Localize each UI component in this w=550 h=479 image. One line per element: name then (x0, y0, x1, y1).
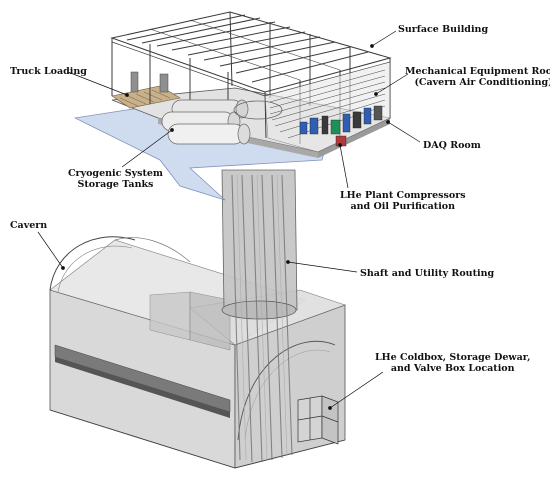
cryogenic-storage-tanks (161, 99, 251, 145)
lhe-plant-equipment (299, 105, 383, 147)
leader-lines (37, 30, 421, 410)
label-cavern: Cavern (10, 220, 47, 231)
label-truck-loading-text: Truck Loading (10, 66, 87, 77)
label-shaft-utility-routing: Shaft and Utility Routing (360, 268, 494, 279)
shaft-opening (233, 100, 283, 120)
label-cryogenic-storage-tanks: Cryogenic System Storage Tanks (68, 168, 163, 190)
label-shaft-text: Shaft and Utility Routing (360, 268, 495, 279)
label-truck-loading: Truck Loading (10, 66, 87, 77)
coldbox-frame (297, 395, 339, 445)
label-lhe-plant-line1: LHe Plant Compressors (340, 190, 466, 201)
label-surface-building-text: Surface Building (398, 24, 489, 35)
label-lhe-plant-compressors: LHe Plant Compressors and Oil Purificati… (340, 190, 466, 212)
cavern-structure (49, 236, 346, 469)
label-daq-room: DAQ Room (423, 140, 481, 151)
label-coldbox-line1: LHe Coldbox, Storage Dewar, (375, 352, 531, 363)
truck-loading-dock (111, 71, 181, 109)
label-cryo-tanks-line1: Cryogenic System (68, 168, 163, 179)
label-coldbox-line2: and Valve Box Location (390, 363, 515, 374)
label-lhe-plant-line2: and Oil Purification (350, 201, 456, 212)
label-mech-room-line2: (Cavern Air Conditioning) (414, 77, 550, 88)
label-mechanical-equipment-room: Mechanical Equipment Room (Cavern Air Co… (405, 66, 550, 88)
label-cryo-tanks-line2: Storage Tanks (77, 179, 154, 190)
label-mech-room-line1: Mechanical Equipment Room (405, 66, 550, 77)
label-daq-room-text: DAQ Room (423, 140, 481, 151)
label-surface-building: Surface Building (398, 24, 488, 35)
shaft (221, 169, 298, 463)
label-cavern-text: Cavern (10, 220, 48, 231)
label-lhe-coldbox-location: LHe Coldbox, Storage Dewar, and Valve Bo… (375, 352, 530, 374)
